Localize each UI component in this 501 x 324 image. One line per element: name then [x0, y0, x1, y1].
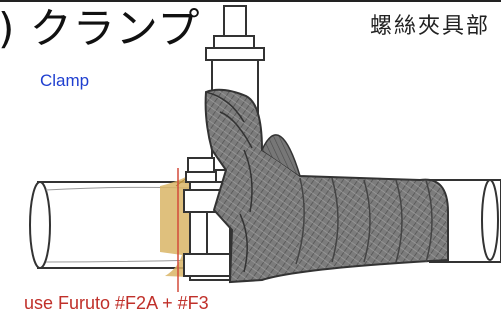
- title-chinese: 螺絲夾具部: [370, 14, 491, 39]
- wrap-tape-icon: [204, 88, 449, 284]
- nut-icon: [183, 157, 231, 281]
- pipe-right: [429, 179, 501, 263]
- page-title: ) クランプ: [0, 4, 201, 54]
- title-paren: ): [0, 4, 15, 53]
- subtitle-english: Clamp: [40, 71, 90, 90]
- top-border-line: [0, 0, 501, 2]
- title-text: クランプ: [29, 4, 201, 53]
- material-note: use Furuto #F2A + #F3: [24, 293, 209, 313]
